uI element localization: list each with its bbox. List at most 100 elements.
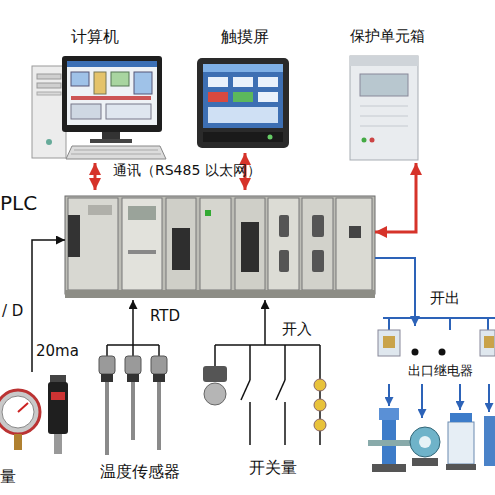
protection-unit-illustration: [360, 106, 408, 107]
touch-screen-illustration: [258, 77, 278, 87]
plc-rack-illustration: [68, 198, 118, 290]
plc-rack-illustration: [336, 198, 372, 290]
signal-wire: [375, 258, 415, 326]
protection-unit-illustration: [360, 74, 408, 96]
computer-illustration: [71, 96, 151, 100]
temperature-sensor-illustration: [106, 345, 108, 356]
analog-input-node: 量: [0, 372, 80, 490]
temperature-sensor-illustration: [127, 374, 139, 382]
analog-instrument-illustration: [51, 392, 65, 400]
computer-illustration: [134, 72, 152, 94]
computer-illustration: [74, 150, 158, 151]
plc-rack-illustration: [349, 226, 361, 238]
plc-node: PLC: [65, 190, 375, 300]
plc-rack-illustration: [279, 215, 289, 237]
plc-rack-illustration: [205, 210, 211, 216]
switch-illustration: [203, 366, 227, 382]
relay-illustration: [383, 336, 395, 348]
pump-illustration: [379, 408, 399, 420]
bus-label: 通讯（RS485 以太网）: [113, 162, 343, 178]
switch-illustration: [314, 379, 326, 391]
analog-instrument-illustration: [54, 434, 62, 454]
pump-illustration: [412, 458, 438, 466]
touch-screen-illustration: [197, 58, 289, 148]
plc-rack-illustration: [88, 205, 112, 215]
touch-screen-illustration: [258, 92, 278, 102]
computer-illustration: [71, 104, 101, 119]
analog-instrument-illustration: [14, 434, 22, 450]
touch-screen-illustration: [233, 77, 253, 87]
protection-unit-illustration: [350, 56, 418, 66]
plc-rack-illustration: [65, 196, 375, 294]
plc-rack-illustration: [65, 196, 375, 298]
plc-rack-illustration: [279, 250, 289, 272]
computer-node: 计算机: [25, 28, 165, 163]
switch-illustration: [214, 345, 216, 366]
switch-illustration: [314, 419, 326, 431]
node-label: 触摸屏: [195, 28, 295, 46]
touch-screen-illustration: [208, 107, 278, 123]
temperature-sensor-illustration: [157, 382, 161, 450]
plc-rack-illustration: [312, 250, 324, 272]
plc-rack-illustration: [302, 198, 333, 290]
node-label: 开关量: [205, 459, 340, 477]
pump-illustration: [372, 464, 406, 472]
computer-illustration: [106, 104, 151, 119]
computer-illustration: [46, 139, 52, 145]
touch-screen-illustration: [268, 135, 273, 140]
computer-illustration: [66, 146, 166, 159]
switch-illustration: [276, 380, 285, 400]
plc-rack-illustration: [235, 198, 265, 290]
protection-unit-illustration: [350, 56, 418, 160]
switch-illustration: [314, 399, 326, 411]
computer-illustration: [67, 61, 157, 67]
touch-screen-illustration: [203, 64, 283, 128]
computer-illustration: [32, 56, 166, 159]
computer-illustration: [62, 56, 162, 132]
relay-illustration: [378, 330, 400, 356]
computer-illustration: [94, 72, 106, 94]
computer-illustration: [111, 72, 129, 86]
signal-wire: [264, 300, 266, 345]
plc-rack-illustration: [172, 228, 190, 270]
node-label: PLC: [0, 192, 60, 215]
temperature-sensor-illustration: [131, 382, 135, 440]
communication-arrow: [94, 163, 97, 190]
switch-input-node: 开关量: [205, 345, 340, 480]
temperature-sensor-node: 温度传感器: [88, 345, 192, 485]
computer-illustration: [90, 139, 132, 143]
computer-illustration: [71, 72, 89, 86]
relay-illustration: [480, 330, 495, 356]
plc-rack-illustration: [68, 215, 80, 257]
computer-illustration: [32, 66, 66, 158]
communication-arrow: [375, 163, 416, 232]
temperature-sensor-illustration: [105, 382, 109, 455]
relay-illustration: [388, 318, 390, 330]
edge-label: 20ma: [36, 343, 79, 360]
computer-illustration: [37, 92, 61, 95]
plc-rack-illustration: [122, 198, 162, 290]
relay-illustration: [488, 384, 490, 412]
pump-illustration: [410, 427, 440, 457]
switch-illustration: [249, 345, 251, 380]
pump-illustration: [448, 422, 474, 464]
edge-label: 开出: [430, 290, 460, 307]
pump-illustration: [368, 440, 410, 446]
node-label: 计算机: [25, 28, 165, 46]
plc-rack-illustration: [268, 198, 299, 290]
relay-illustration: [383, 317, 495, 319]
relay-illustration: [484, 336, 494, 348]
relay-illustration: [449, 318, 451, 330]
touch-screen-illustration: [203, 64, 283, 72]
computer-illustration: [37, 83, 61, 88]
protection-unit-illustration: [360, 116, 408, 117]
switch-illustration: [284, 402, 286, 445]
switch-illustration: [215, 344, 320, 346]
computer-illustration: [102, 132, 120, 140]
touch-screen-node: 触摸屏: [195, 28, 295, 153]
analog-instrument-illustration: [0, 375, 68, 454]
temperature-sensor-illustration: [101, 374, 113, 382]
temperature-sensor-illustration: [153, 374, 165, 382]
